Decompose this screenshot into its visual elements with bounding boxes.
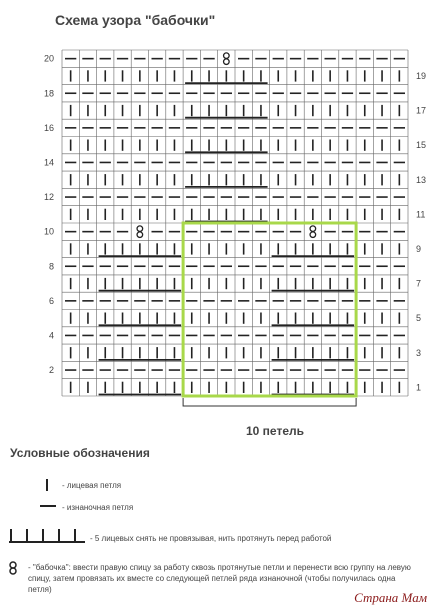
row-label-right: 3 <box>416 348 421 358</box>
row-label-right: 11 <box>416 209 425 219</box>
row-label-right: 17 <box>416 106 426 116</box>
row-label-left: 8 <box>49 261 54 271</box>
row-label-left: 2 <box>49 365 54 375</box>
row-label-left: 20 <box>44 54 54 64</box>
watermark-logo: Страна Мам <box>354 590 427 605</box>
butterfly-stitch <box>309 231 317 239</box>
row-label-left: 12 <box>44 192 54 202</box>
butterfly-symbol-icon <box>9 561 17 575</box>
row-label-right: 9 <box>416 244 421 254</box>
row-label-left: 14 <box>44 157 54 167</box>
butterfly-stitch <box>222 52 230 60</box>
row-label-right: 19 <box>416 71 426 81</box>
butterfly-stitch <box>222 58 230 66</box>
row-label-left: 6 <box>49 296 54 306</box>
row-label-right: 7 <box>416 279 421 289</box>
legend-slip-text: - 5 лицевых снять не провязывая, нить пр… <box>90 534 332 543</box>
row-label-left: 16 <box>44 123 54 133</box>
slip-five-symbol-icon <box>9 529 85 543</box>
row-label-left: 18 <box>44 88 54 98</box>
row-label-left: 10 <box>44 227 54 237</box>
legend-title: Условные обозначения <box>10 446 150 460</box>
knit-symbol-icon <box>46 479 48 491</box>
chart-cells <box>65 52 405 396</box>
row-label-right: 15 <box>416 140 426 150</box>
legend-purl-text: - изнаночная петля <box>62 503 134 512</box>
row-label-right: 1 <box>416 382 421 392</box>
legend-knit-text: - лицевая петля <box>62 481 122 490</box>
butterfly-stitch <box>136 231 144 239</box>
repeat-bracket <box>182 398 357 407</box>
legend-butterfly-text: - "бабочка": ввести правую спицу за рабо… <box>28 563 411 594</box>
row-label-right: 5 <box>416 313 421 323</box>
butterfly-stitch <box>309 225 317 233</box>
chart-title: Схема узора "бабочки" <box>55 12 216 28</box>
butterfly-stitch <box>136 225 144 233</box>
row-label-right: 13 <box>416 175 426 185</box>
repeat-highlight <box>181 221 358 398</box>
purl-symbol-icon <box>40 505 56 507</box>
repeat-label: 10 петель <box>246 424 304 438</box>
row-label-left: 4 <box>49 330 54 340</box>
